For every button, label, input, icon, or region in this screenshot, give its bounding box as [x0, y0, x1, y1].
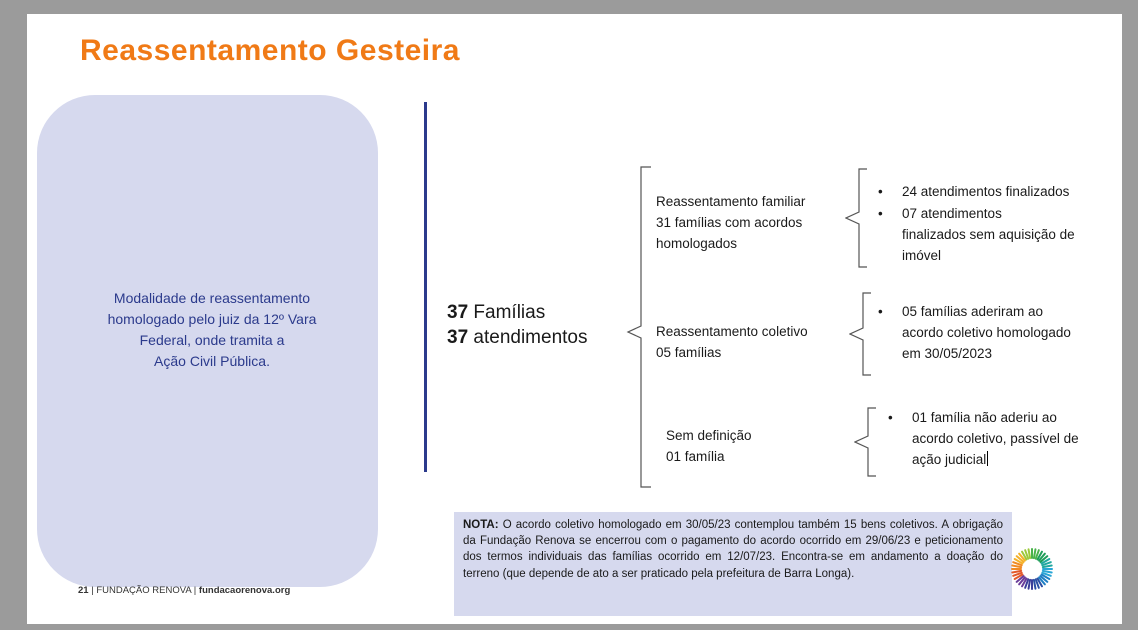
vertical-divider — [424, 102, 427, 472]
branch-sem-definicao-label: Sem definição 01 família — [666, 428, 752, 464]
bullet-icon: • — [878, 304, 883, 319]
nota-text: O acordo coletivo homologado em 30/05/23… — [463, 519, 1003, 580]
slide-title: Reassentamento Gesteira — [80, 34, 460, 67]
modalidade-line: Modalidade de reassentamento — [113, 290, 311, 306]
footer: 21 | FUNDAÇÃO RENOVA | fundacaorenova.or… — [78, 585, 290, 596]
modalidade-line: homologado pelo juiz da 12º Vara — [107, 311, 317, 327]
footer-separator: | — [191, 585, 199, 596]
fundacao-renova-logo-icon — [1011, 548, 1053, 590]
text-cursor — [987, 451, 989, 466]
modalidade-panel — [37, 95, 378, 587]
slide: Reassentamento Gesteira Modalidade de re… — [27, 14, 1122, 624]
brace-familiar-icon — [845, 168, 867, 268]
bullet-icon: • — [888, 410, 893, 425]
footer-org: FUNDAÇÃO RENOVA — [96, 585, 192, 596]
modalidade-line: Federal, onde tramita a — [139, 332, 285, 348]
footer-separator: | — [88, 585, 97, 596]
familias-count: 37 Famílias — [447, 302, 546, 323]
footer-url: fundacaorenova.org — [198, 585, 291, 596]
bullet-sem-aquisicao: • 07 atendimentos finalizados sem aquisi… — [878, 203, 1112, 266]
branch-familiar-label: Reassentamento familiar 31 famílias com … — [656, 194, 806, 251]
bullet-finalizados: • 24 atendimentos finalizados — [878, 181, 1112, 202]
nota-box: NOTA: O acordo coletivo homologado em 30… — [454, 512, 1012, 616]
bullet-icon: • — [878, 206, 883, 221]
bullet-icon: • — [878, 184, 883, 199]
brace-coletivo-icon — [849, 292, 871, 376]
brace-sem-definicao-icon — [854, 407, 876, 477]
main-brace-icon — [626, 166, 651, 488]
modalidade-text: Modalidade de reassentamento homologado … — [67, 288, 357, 372]
branch-coletivo-label: Reassentamento coletivo 05 famílias — [656, 324, 808, 360]
bullet-nao-aderiu: • 01 família não aderiu ao acordo coleti… — [888, 407, 1117, 470]
main-summary: 37 Famílias 37 atendimentos — [447, 300, 588, 350]
page-number: 21 — [78, 585, 89, 596]
bullet-aderiram: • 05 famílias aderiram ao acordo coletiv… — [878, 301, 1117, 364]
modalidade-line: Ação Civil Pública. — [154, 353, 270, 369]
atendimentos-count: 37 atendimentos — [447, 327, 588, 348]
nota-label: NOTA: — [463, 519, 499, 531]
